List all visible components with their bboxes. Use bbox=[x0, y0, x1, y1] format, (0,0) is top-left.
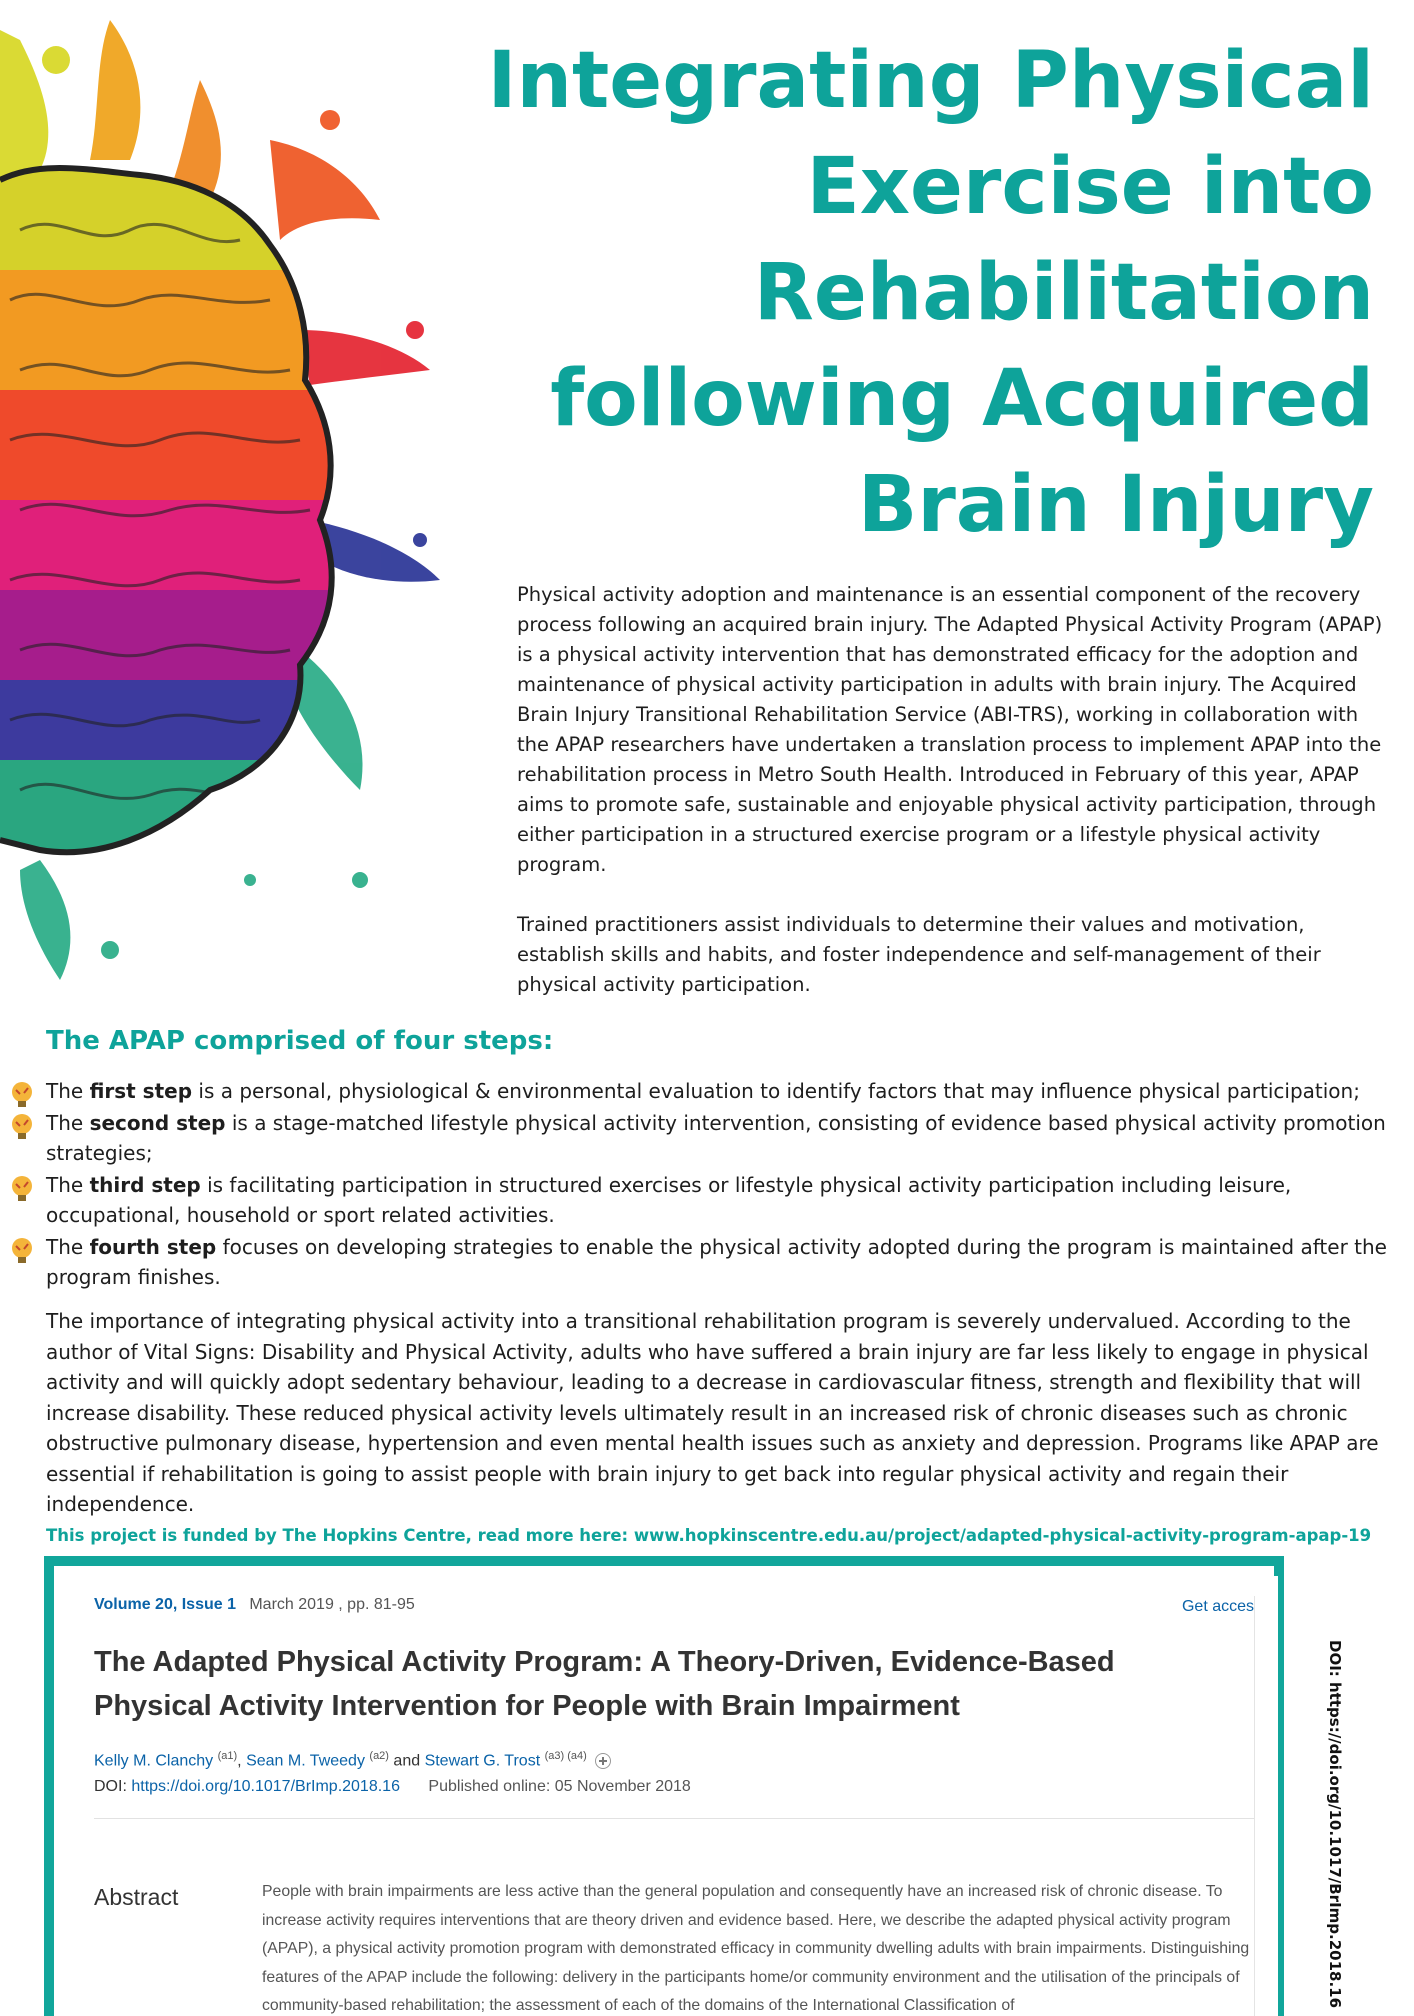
author-list: Kelly M. Clanchy (a1), Sean M. Tweedy (a… bbox=[94, 1750, 1254, 1770]
step-item: The fourth step focuses on developing st… bbox=[6, 1232, 1406, 1292]
side-doi-label: DOI: https://doi.org/10.1017/BrImp.2018.… bbox=[1326, 1640, 1344, 2009]
step-text: is facilitating participation in structu… bbox=[46, 1173, 1292, 1227]
step-text: is a personal, physiological & environme… bbox=[192, 1079, 1360, 1103]
step-text: The bbox=[46, 1111, 90, 1135]
funding-note: This project is funded by The Hopkins Ce… bbox=[46, 1526, 1372, 1545]
intro-paragraph: Physical activity adoption and maintenan… bbox=[517, 583, 1383, 876]
step-emphasis: fourth step bbox=[89, 1235, 217, 1259]
abstract-text: People with brain impairments are less a… bbox=[262, 1883, 1250, 2014]
doi-line: DOI: https://doi.org/10.1017/BrImp.2018.… bbox=[94, 1778, 1254, 1796]
step-item: The third step is facilitating participa… bbox=[6, 1170, 1406, 1230]
title-line: Exercise into bbox=[806, 142, 1374, 232]
article-title: The Adapted Physical Activity Program: A… bbox=[94, 1646, 1115, 1722]
steps-heading: The APAP comprised of four steps: bbox=[46, 1026, 554, 1056]
intro-paragraph: Trained practitioners assist individuals… bbox=[517, 913, 1321, 996]
article-panel: Volume 20, Issue 1 March 2019 , pp. 81-9… bbox=[94, 1596, 1255, 2016]
steps-list: The first step is a personal, physiologi… bbox=[6, 1076, 1406, 1294]
step-item: The first step is a personal, physiologi… bbox=[6, 1076, 1406, 1107]
article-meta: Volume 20, Issue 1 March 2019 , pp. 81-9… bbox=[94, 1596, 1254, 1614]
rainbow-brain-illustration bbox=[0, 20, 440, 980]
step-item: The second step is a stage-matched lifes… bbox=[6, 1108, 1406, 1168]
title-line: Integrating Physical bbox=[487, 36, 1374, 126]
published-date: Published online: 05 November 2018 bbox=[428, 1778, 691, 1796]
intro-text: Physical activity adoption and maintenan… bbox=[517, 580, 1387, 1030]
citation-frame: Volume 20, Issue 1 March 2019 , pp. 81-9… bbox=[44, 1556, 1284, 2016]
abstract-divider bbox=[94, 1818, 1254, 1820]
step-text: is a stage-matched lifestyle physical ac… bbox=[46, 1111, 1386, 1165]
importance-paragraph: The importance of integrating physical a… bbox=[46, 1309, 1379, 1516]
author-affiliation: (a2) bbox=[369, 1750, 389, 1762]
article-screenshot: Volume 20, Issue 1 March 2019 , pp. 81-9… bbox=[64, 1576, 1278, 2016]
abstract-heading: Abstract bbox=[94, 1884, 179, 1910]
step-emphasis: second step bbox=[89, 1111, 226, 1135]
author-separator: , bbox=[237, 1752, 247, 1770]
doi-link[interactable]: https://doi.org/10.1017/BrImp.2018.16 bbox=[131, 1778, 400, 1796]
lightbulb-head-icon bbox=[12, 1082, 32, 1107]
author-link[interactable]: Stewart G. Trost bbox=[424, 1752, 541, 1770]
author-link[interactable]: Kelly M. Clanchy bbox=[94, 1752, 214, 1770]
title-line: Brain Injury bbox=[857, 460, 1374, 550]
step-text: focuses on developing strategies to enab… bbox=[46, 1235, 1387, 1289]
lightbulb-head-icon bbox=[12, 1114, 32, 1139]
step-text: The bbox=[46, 1235, 90, 1259]
author-separator: and bbox=[388, 1752, 425, 1770]
title-line: Rehabilitation bbox=[753, 248, 1374, 338]
author-affiliation: (a3) (a4) bbox=[544, 1750, 587, 1762]
expand-authors-icon[interactable] bbox=[595, 1753, 612, 1770]
step-emphasis: first step bbox=[89, 1079, 193, 1103]
lightbulb-head-icon bbox=[12, 1176, 32, 1201]
lightbulb-head-icon bbox=[12, 1238, 32, 1263]
page-title: Integrating Physical Exercise into Rehab… bbox=[474, 28, 1374, 558]
step-text: The bbox=[46, 1079, 90, 1103]
step-emphasis: third step bbox=[89, 1173, 201, 1197]
date-pages: March 2019 , pp. 81-95 bbox=[249, 1596, 415, 1613]
get-access-link[interactable]: Get acces bbox=[1181, 1598, 1254, 1615]
doi-label: DOI: bbox=[94, 1778, 132, 1796]
paint-splashes bbox=[0, 20, 440, 980]
volume-issue-link[interactable]: Volume 20, Issue 1 bbox=[94, 1596, 236, 1613]
step-text: The bbox=[46, 1173, 90, 1197]
title-line: following Acquired bbox=[550, 354, 1374, 444]
author-affiliation: (a1) bbox=[217, 1750, 238, 1762]
author-link[interactable]: Sean M. Tweedy bbox=[246, 1752, 365, 1770]
